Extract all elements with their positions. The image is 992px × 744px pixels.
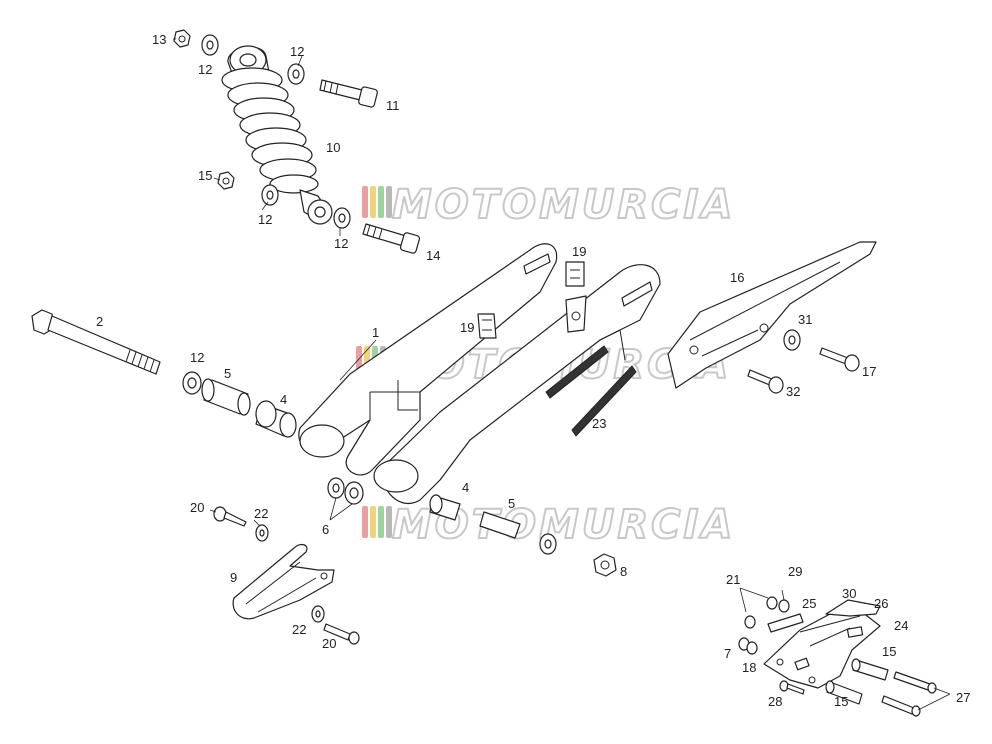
watermark-text: MOTOMURCIA xyxy=(392,182,735,228)
washer-6-a xyxy=(327,477,345,499)
callout-label: 10 xyxy=(326,140,340,155)
callout-label: 24 xyxy=(894,618,908,633)
bolt-27-upper xyxy=(893,671,937,694)
nut-21-b xyxy=(744,615,756,629)
bushing-4-right xyxy=(429,494,461,521)
screw-32 xyxy=(747,369,784,394)
callout-label: 15 xyxy=(834,694,848,709)
callout-label: 12 xyxy=(258,212,272,227)
callout-label: 22 xyxy=(292,622,306,637)
callout-label: 28 xyxy=(768,694,782,709)
callout-label: 7 xyxy=(724,646,731,661)
spacer-15-upper xyxy=(851,658,889,681)
washer-22-top xyxy=(255,524,269,542)
callout-label: 30 xyxy=(842,586,856,601)
callout-label: 22 xyxy=(254,506,268,521)
screw-28 xyxy=(779,680,805,695)
bolt-11 xyxy=(319,79,378,108)
spacer-5-left xyxy=(201,378,251,416)
washer-12-top xyxy=(201,34,219,56)
washer-12-axle xyxy=(182,371,202,395)
washer-12-left-lower xyxy=(261,184,279,206)
watermark-top: MOTOMURCIA xyxy=(362,181,735,229)
callout-label: 20 xyxy=(322,636,336,651)
rear-shock-absorber xyxy=(221,45,333,225)
callout-label: 31 xyxy=(798,312,812,327)
chain-guide-assembly xyxy=(763,599,881,689)
callout-label: 19 xyxy=(460,320,474,335)
callout-label: 23 xyxy=(592,416,606,431)
watermark-stripe xyxy=(362,506,368,538)
callout-label: 25 xyxy=(802,596,816,611)
callout-label: 16 xyxy=(730,270,744,285)
bushing-4-left xyxy=(255,400,297,438)
callout-label: 12 xyxy=(290,44,304,59)
watermark-stripe xyxy=(378,186,384,218)
callout-label: 8 xyxy=(620,564,627,579)
swingarm-pivot-axle xyxy=(31,309,161,375)
callout-label: 1 xyxy=(372,325,379,340)
washer-6-b xyxy=(344,481,364,505)
washer-22-bottom xyxy=(311,605,325,623)
callout-label: 15 xyxy=(882,644,896,659)
callout-label: 26 xyxy=(874,596,888,611)
callout-label: 12 xyxy=(190,350,204,365)
callout-label: 5 xyxy=(224,366,231,381)
swingarm xyxy=(298,243,661,505)
spacer-25 xyxy=(767,613,804,633)
washer-12-right xyxy=(287,63,305,85)
callout-label: 12 xyxy=(334,236,348,251)
callout-label: 27 xyxy=(956,690,970,705)
screw-20-top xyxy=(213,506,247,527)
callout-label: 5 xyxy=(508,496,515,511)
callout-label: 11 xyxy=(386,98,400,113)
callout-labels: 13 12 12 11 10 15 12 12 14 2 12 5 4 1 19… xyxy=(96,32,970,709)
chain-slider-9 xyxy=(232,543,335,620)
watermark-stripe xyxy=(362,186,368,218)
callout-label: 4 xyxy=(462,480,469,495)
callout-label: 12 xyxy=(198,62,212,77)
washer-31 xyxy=(783,329,801,351)
chain-slider-clip-19-top xyxy=(565,261,585,287)
callout-label: 20 xyxy=(190,500,204,515)
callout-label: 17 xyxy=(862,364,876,379)
callout-label: 19 xyxy=(572,244,586,259)
watermark-stripe xyxy=(386,186,392,218)
watermark-stripe xyxy=(370,506,376,538)
washer-18 xyxy=(746,641,758,655)
callout-label: 21 xyxy=(726,572,740,587)
bolt-14 xyxy=(362,223,421,254)
callout-label: 29 xyxy=(788,564,802,579)
callout-label: 18 xyxy=(742,660,756,675)
bracket-tab xyxy=(565,295,587,333)
watermark-stripe xyxy=(386,506,392,538)
watermark-stripe xyxy=(370,186,376,218)
callout-label: 14 xyxy=(426,248,440,263)
callout-label: 15 xyxy=(198,168,212,183)
leader-lines xyxy=(173,38,951,711)
chain-guard-16 xyxy=(667,241,877,389)
callout-label: 9 xyxy=(230,570,237,585)
washer-29 xyxy=(778,599,790,613)
bolt-27-lower xyxy=(881,695,921,717)
callout-label: 2 xyxy=(96,314,103,329)
nut-8 xyxy=(593,553,617,577)
nut-21-a xyxy=(766,596,778,610)
callout-label: 4 xyxy=(280,392,287,407)
screw-20-bottom xyxy=(323,623,360,645)
nut-15-top xyxy=(217,171,235,190)
washer-12-right-lower xyxy=(333,207,351,229)
spacer-5-right xyxy=(479,511,521,539)
nut-13 xyxy=(173,29,191,48)
screw-17 xyxy=(819,347,860,372)
spacer-15-lower xyxy=(825,680,863,705)
callout-label: 32 xyxy=(786,384,800,399)
watermark-stripe xyxy=(378,506,384,538)
callout-label: 6 xyxy=(322,522,329,537)
direction-arrows-23 xyxy=(545,345,637,437)
chain-slider-clip-19-middle xyxy=(477,313,497,339)
washer-12-lower xyxy=(539,533,557,555)
callout-label: 13 xyxy=(152,32,166,47)
